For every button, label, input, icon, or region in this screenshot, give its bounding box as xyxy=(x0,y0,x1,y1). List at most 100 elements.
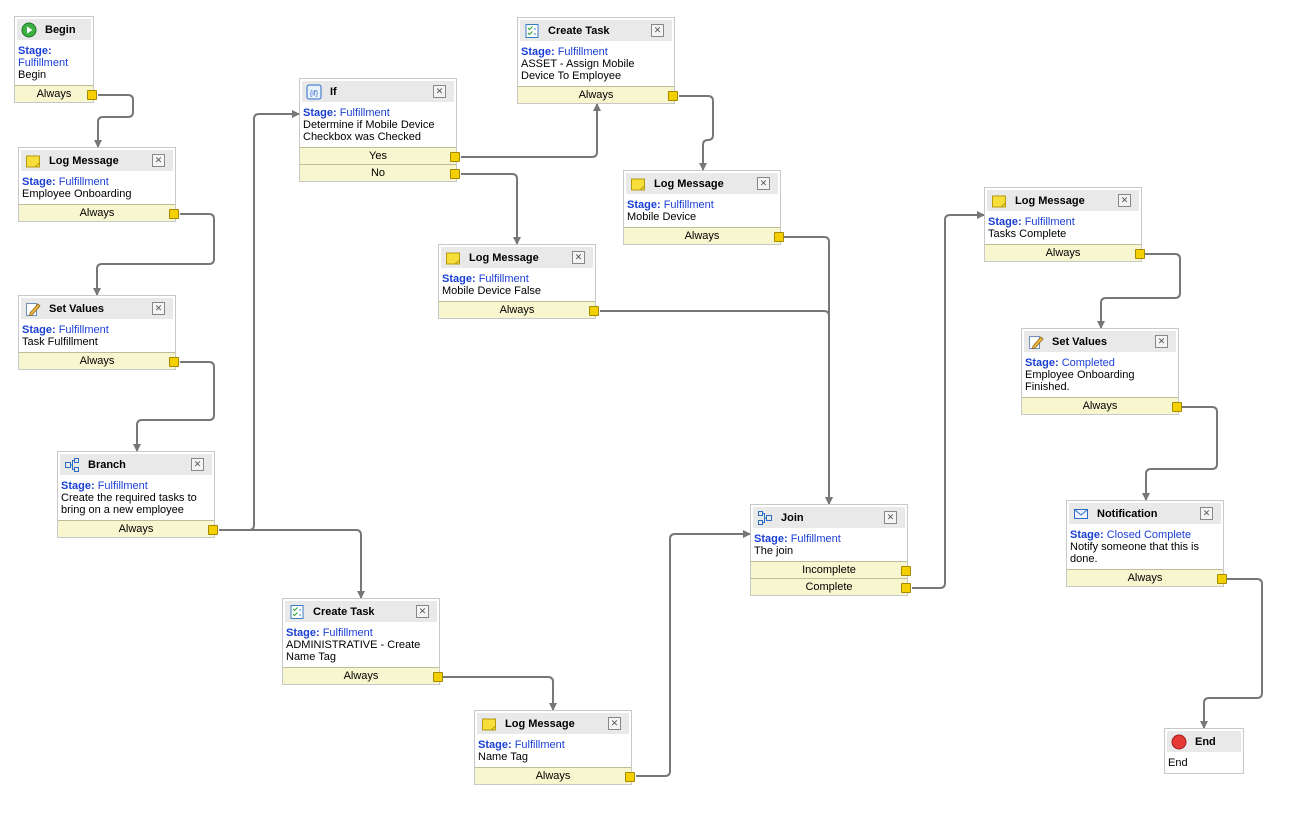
exit-condition[interactable]: Always xyxy=(283,667,443,684)
activity-title: If xyxy=(330,85,337,98)
connector-port[interactable] xyxy=(450,169,460,179)
close-icon[interactable]: ✕ xyxy=(572,251,585,264)
stage-value: Fulfillment xyxy=(322,627,373,639)
activity-header[interactable]: Set Values✕ xyxy=(21,298,173,319)
connector-port[interactable] xyxy=(901,566,911,576)
connector-port[interactable] xyxy=(169,209,179,219)
exit-condition[interactable]: Always xyxy=(439,301,599,318)
exit-condition[interactable]: Complete xyxy=(751,578,911,595)
checklist-icon xyxy=(524,23,540,39)
connector-port[interactable] xyxy=(208,525,218,535)
log-message-icon xyxy=(481,716,497,732)
connector-port[interactable] xyxy=(901,583,911,593)
connector-port[interactable] xyxy=(169,357,179,367)
connector-port[interactable] xyxy=(450,152,460,162)
exit-condition[interactable]: Always xyxy=(624,227,784,244)
connector-port[interactable] xyxy=(589,306,599,316)
activity-description: ADMINISTRATIVE - Create Name Tag xyxy=(286,639,421,663)
exit-condition[interactable]: Always xyxy=(15,85,97,102)
activity-header[interactable]: Branch✕ xyxy=(60,454,212,475)
activity-description: The join xyxy=(754,545,794,557)
exit-condition[interactable]: Always xyxy=(1022,397,1182,414)
activity-header[interactable]: Notification✕ xyxy=(1069,503,1221,524)
stage-value: Fulfillment xyxy=(557,46,608,58)
connector-port[interactable] xyxy=(1135,249,1145,259)
activity-description: End xyxy=(1168,757,1188,769)
pencil-icon xyxy=(25,301,41,317)
stage-value: Fulfillment xyxy=(18,57,69,69)
connector-port[interactable] xyxy=(668,91,678,101)
connector-port[interactable] xyxy=(87,90,97,100)
close-icon[interactable]: ✕ xyxy=(1200,507,1213,520)
activity-header[interactable]: End xyxy=(1167,731,1241,752)
exit-condition[interactable]: Always xyxy=(475,767,635,784)
close-icon[interactable]: ✕ xyxy=(152,302,165,315)
activity-header[interactable]: Begin xyxy=(17,19,91,40)
activity-header[interactable]: Log Message✕ xyxy=(626,173,778,194)
close-icon[interactable]: ✕ xyxy=(757,177,770,190)
activity-header[interactable]: Join✕ xyxy=(753,507,905,528)
exit-label: Always xyxy=(118,523,154,535)
close-icon[interactable]: ✕ xyxy=(1155,335,1168,348)
activity-header[interactable]: Log Message ✕ xyxy=(477,713,629,734)
close-icon[interactable]: ✕ xyxy=(416,605,429,618)
activity-header[interactable]: Log Message✕ xyxy=(987,190,1139,211)
stage-label: Stage: xyxy=(1070,529,1104,541)
connector-port[interactable] xyxy=(1217,574,1227,584)
transition-log1-set1 xyxy=(93,213,215,296)
activity-description: Name Tag xyxy=(478,751,528,763)
close-icon[interactable]: ✕ xyxy=(152,154,165,167)
close-icon[interactable]: ✕ xyxy=(191,458,204,471)
activity-header[interactable]: Create Task✕ xyxy=(520,20,672,41)
activity-header[interactable]: Set Values✕ xyxy=(1024,331,1176,352)
exit-label: Always xyxy=(578,89,614,101)
log-message-icon xyxy=(445,250,461,266)
exit-label: Always xyxy=(684,230,720,242)
activity-header[interactable]: Create Task✕ xyxy=(285,601,437,622)
close-icon[interactable]: ✕ xyxy=(608,717,621,730)
exit-condition[interactable]: Always xyxy=(985,244,1145,261)
exit-condition[interactable]: Yes xyxy=(300,147,460,164)
close-icon[interactable]: ✕ xyxy=(433,85,446,98)
exit-condition[interactable]: No xyxy=(300,164,460,181)
close-icon[interactable]: ✕ xyxy=(651,24,664,37)
activity-header[interactable]: Log Message✕ xyxy=(441,247,593,268)
transition-log4-join xyxy=(636,530,751,777)
activity-title: Log Message xyxy=(505,717,575,730)
connector-port[interactable] xyxy=(625,772,635,782)
close-icon[interactable]: ✕ xyxy=(884,511,897,524)
exit-condition[interactable]: Always xyxy=(518,86,678,103)
stage-label: Stage: xyxy=(286,627,320,639)
activity-header[interactable]: {if} If✕ xyxy=(302,81,454,102)
connector-port[interactable] xyxy=(1172,402,1182,412)
exit-condition[interactable]: Always xyxy=(19,352,179,369)
exit-condition[interactable]: Always xyxy=(58,520,218,537)
exit-condition[interactable]: Always xyxy=(19,204,179,221)
exit-condition[interactable]: Incomplete xyxy=(751,561,911,578)
connector-port[interactable] xyxy=(774,232,784,242)
close-icon[interactable]: ✕ xyxy=(1118,194,1131,207)
exit-condition[interactable]: Always xyxy=(1067,569,1227,586)
stage: Stage: Fulfillment xyxy=(22,324,172,336)
activity-header[interactable]: Log Message✕ xyxy=(21,150,173,171)
connector-port[interactable] xyxy=(433,672,443,682)
exit-label: No xyxy=(370,167,386,179)
stage-label: Stage: xyxy=(442,273,476,285)
